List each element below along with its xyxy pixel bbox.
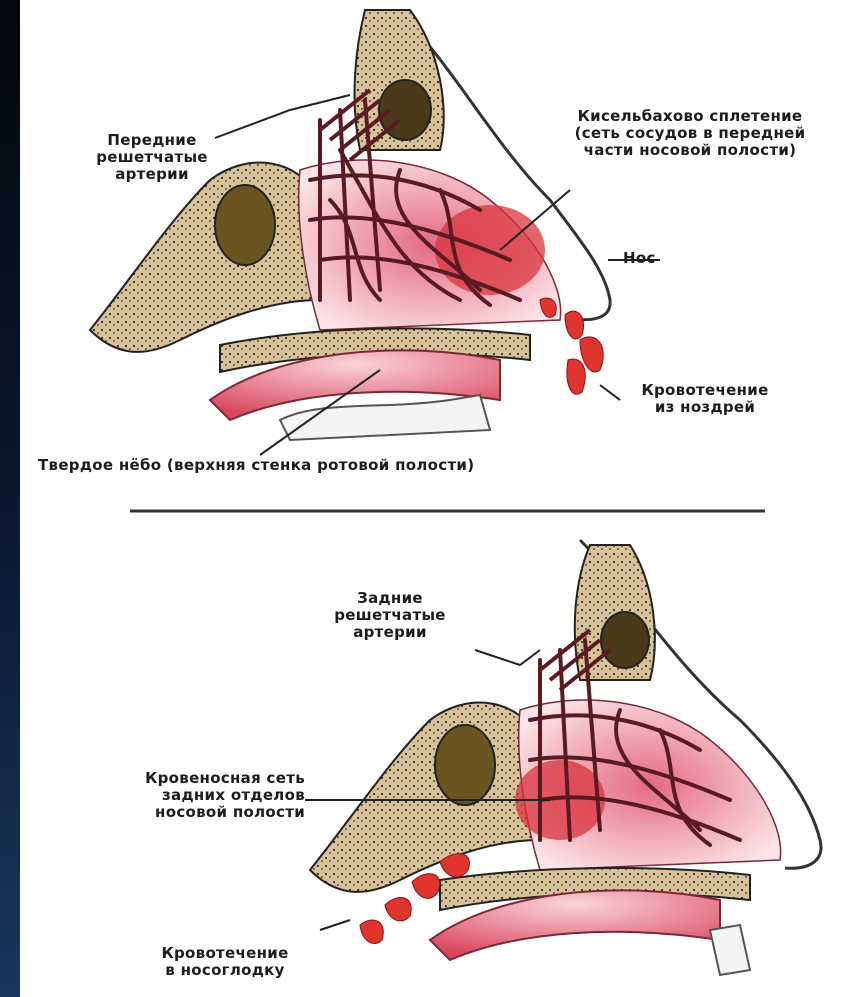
- label-line: Задние: [310, 590, 470, 607]
- label-line: части носовой полости): [540, 142, 840, 159]
- illustration-panel: Передние решетчатые артерии Кисельбахово…: [20, 0, 864, 997]
- label-posterior-vascular-network: Кровеносная сеть задних отделов носовой …: [80, 770, 305, 821]
- label-line: задних отделов: [80, 787, 305, 804]
- label-line: Кисельбахово сплетение: [540, 108, 840, 125]
- label-line: Кровеносная сеть: [80, 770, 305, 787]
- label-line: Кровотечение: [620, 382, 790, 399]
- label-line: носовой полости: [80, 804, 305, 821]
- label-line: Кровотечение: [140, 945, 310, 962]
- label-line: решетчатые: [72, 149, 232, 166]
- label-line: из ноздрей: [620, 399, 790, 416]
- label-line: Передние: [72, 132, 232, 149]
- label-nostril-bleeding: Кровотечение из ноздрей: [620, 382, 790, 416]
- label-line: артерии: [72, 166, 232, 183]
- label-nasopharynx-bleeding: Кровотечение в носоглодку: [140, 945, 310, 979]
- label-line: (сеть сосудов в передней: [540, 125, 840, 142]
- label-line: решетчатые: [310, 607, 470, 624]
- label-posterior-ethmoid-arteries: Задние решетчатые артерии: [310, 590, 470, 641]
- label-kiesselbach-plexus: Кисельбахово сплетение (сеть сосудов в п…: [540, 108, 840, 159]
- top-nasal-cross-section: [90, 10, 660, 455]
- label-line: артерии: [310, 624, 470, 641]
- label-line: в носоглодку: [140, 962, 310, 979]
- label-nose: Нос: [623, 250, 656, 267]
- label-anterior-ethmoid-arteries: Передние решетчатые артерии: [72, 132, 232, 183]
- label-hard-palate: Твердое нёбо (верхняя стенка ротовой пол…: [38, 457, 474, 474]
